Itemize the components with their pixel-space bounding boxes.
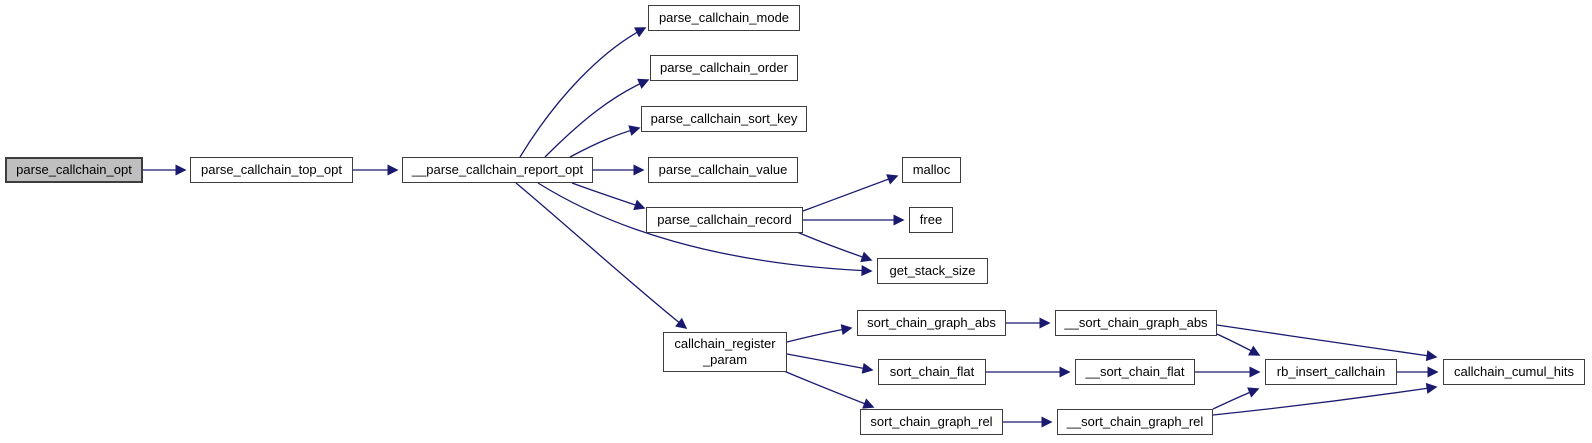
node-label: parse_callchain_mode	[658, 10, 790, 26]
node-parse_callchain_value[interactable]: parse_callchain_value	[648, 157, 798, 183]
node-malloc[interactable]: malloc	[902, 157, 961, 183]
edge-__sort_chain_graph_abs-to-rb_insert_callchain	[1216, 333, 1261, 356]
node-label: parse_callchain_order	[660, 60, 788, 76]
node-parse_callchain_opt[interactable]: parse_callchain_opt	[5, 157, 143, 183]
node-parse_callchain_order[interactable]: parse_callchain_order	[650, 55, 798, 81]
node-label: __sort_chain_graph_rel	[1066, 414, 1204, 430]
edge-group	[143, 27, 1439, 428]
node-label: parse_callchain_value	[658, 162, 788, 178]
edge-__parse_callchain_report_opt-to-parse_callchain_sort_key	[569, 125, 641, 158]
edge-__sort_chain_graph_rel-to-rb_insert_callchain	[1212, 387, 1260, 410]
node-label: sort_chain_graph_abs	[867, 315, 996, 331]
node-rb_insert_callchain[interactable]: rb_insert_callchain	[1265, 359, 1397, 385]
node-parse_callchain_mode[interactable]: parse_callchain_mode	[648, 5, 800, 31]
node-label: __sort_chain_graph_abs	[1064, 315, 1208, 331]
node-label: sort_chain_flat	[889, 364, 975, 380]
edge-callchain_register_param-to-sort_chain_graph_abs	[786, 324, 853, 343]
node-free[interactable]: free	[909, 207, 953, 233]
node-parse_callchain_sort_key[interactable]: parse_callchain_sort_key	[641, 106, 807, 132]
node-label: get_stack_size	[889, 263, 976, 279]
node-get_stack_size[interactable]: get_stack_size	[877, 258, 988, 284]
node-label: parse_callchain_opt	[16, 162, 132, 178]
node-sort_chain_flat[interactable]: sort_chain_flat	[878, 359, 986, 385]
node-label: malloc	[912, 162, 951, 178]
node-label: rb_insert_callchain	[1276, 364, 1386, 380]
node-label: parse_callchain_record	[657, 212, 792, 228]
edge-__sort_chain_graph_abs-to-callchain_cumul_hits	[1216, 324, 1438, 362]
node-parse_callchain_top_opt[interactable]: parse_callchain_top_opt	[190, 157, 353, 183]
node-label: sort_chain_graph_rel	[870, 414, 993, 430]
edge-parse_callchain_record-to-malloc	[802, 174, 899, 212]
node-label: free	[919, 212, 943, 228]
node-label: parse_callchain_top_opt	[201, 162, 342, 178]
node-label: _param	[702, 352, 748, 367]
node-label: parse_callchain_sort_key	[650, 111, 798, 127]
edge-__parse_callchain_report_opt-to-get_stack_size	[537, 182, 873, 277]
node-label: __parse_callchain_report_opt	[411, 162, 584, 178]
edge-callchain_register_param-to-sort_chain_flat	[786, 353, 874, 374]
node-sort_chain_graph_rel[interactable]: sort_chain_graph_rel	[860, 409, 1003, 435]
node-__sort_chain_graph_abs[interactable]: __sort_chain_graph_abs	[1055, 310, 1217, 336]
edge-__parse_callchain_report_opt-to-callchain_register_param	[515, 182, 688, 329]
node-__sort_chain_graph_rel[interactable]: __sort_chain_graph_rel	[1057, 409, 1213, 435]
node-callchain_register_param[interactable]: callchain_register_param	[663, 332, 787, 372]
edge-callchain_register_param-to-sort_chain_graph_rel	[783, 370, 875, 409]
node-callchain_cumul_hits[interactable]: callchain_cumul_hits	[1443, 359, 1585, 385]
node-label: callchain_cumul_hits	[1454, 364, 1574, 380]
node-__parse_callchain_report_opt[interactable]: __parse_callchain_report_opt	[402, 157, 593, 183]
edge-__parse_callchain_report_opt-to-parse_callchain_record	[571, 182, 646, 211]
node-parse_callchain_record[interactable]: parse_callchain_record	[646, 207, 803, 233]
node-sort_chain_graph_abs[interactable]: sort_chain_graph_abs	[857, 310, 1006, 336]
node-label: callchain_register	[674, 336, 776, 352]
edge-parse_callchain_record-to-get_stack_size	[796, 231, 873, 263]
edge-__sort_chain_graph_rel-to-callchain_cumul_hits	[1212, 382, 1438, 416]
node-label: __sort_chain_flat	[1085, 364, 1185, 380]
edge-__parse_callchain_report_opt-to-parse_callchain_mode	[519, 27, 647, 158]
edge-__parse_callchain_report_opt-to-parse_callchain_order	[544, 78, 650, 158]
node-__sort_chain_flat[interactable]: __sort_chain_flat	[1075, 359, 1195, 385]
